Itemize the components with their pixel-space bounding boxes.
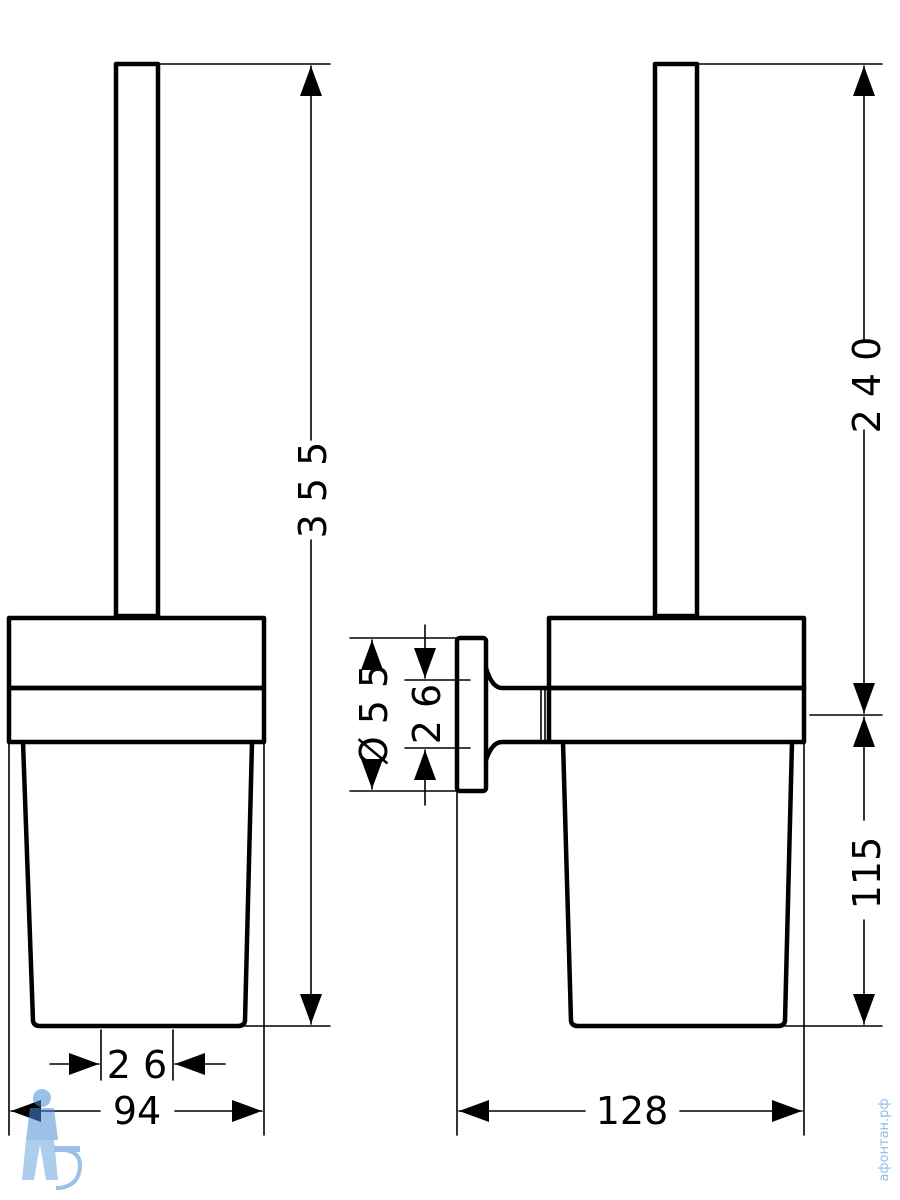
brush-handle-side (652, 61, 700, 619)
wall-arm (483, 665, 552, 691)
holder-lid (6, 615, 267, 691)
front-view: 3 5 5 2 6 94 (6, 61, 335, 1136)
holder-ring-side (546, 685, 807, 745)
dim-projection: 128 (596, 1089, 669, 1133)
glass-cup-side (560, 739, 795, 1029)
watermark-text: афонтан.рф (877, 1098, 892, 1181)
dim-base-diameter: Ø 5 5 (352, 664, 396, 766)
plumber-logo-icon (22, 1089, 83, 1190)
dim-brush-height: 2 4 0 (845, 337, 889, 434)
side-view: 2 4 0 115 Ø 5 5 2 6 128 (349, 61, 889, 1136)
dim-arm-diameter: 2 6 (405, 684, 449, 744)
dim-total-height: 3 5 5 (291, 442, 335, 539)
holder-lid-side (546, 615, 807, 691)
brush-handle (113, 61, 161, 619)
dim-mount-height: 115 (845, 837, 889, 910)
holder-ring (6, 685, 267, 745)
dim-handle-width: 2 6 (107, 1043, 167, 1087)
dim-cup-width: 94 (113, 1089, 161, 1133)
wall-plate (454, 635, 489, 794)
glass-cup (20, 739, 255, 1029)
